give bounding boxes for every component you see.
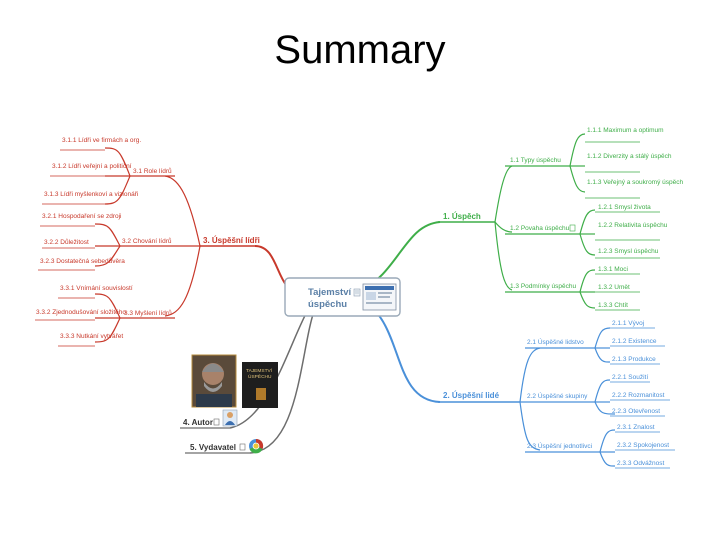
book-cover: TAJEMSTVÍ ÚSPĚCHU [242,362,278,408]
node-meaning[interactable]: 1.2.3 Smysl úspěchu [598,248,659,255]
node-trust[interactable]: 3.2.2 Důležitost [44,238,89,246]
book-title-line1: TAJEMSTVÍ [246,367,273,374]
note-icon[interactable] [569,224,576,232]
node-existence[interactable]: 2.1.2 Existence [612,338,657,345]
node-economy[interactable]: 3.2.1 Hospodaření se zdroji [42,213,122,220]
center-node[interactable]: Tajemství úspěchu [284,277,401,317]
node-cohesion[interactable]: 2.2.1 Soužití [612,374,648,381]
connectors [35,133,675,469]
node-role[interactable]: 3.1 Role lídrů [133,167,172,175]
node-knowledge[interactable]: 2.3.1 Znalost [617,424,655,431]
browser-icon[interactable] [249,438,264,454]
node-power[interactable]: 1.3.1 Moci [598,266,628,273]
node-skill[interactable]: 1.3.2 Umět [598,284,630,291]
connector-types [494,165,513,223]
node-conditions[interactable]: 1.3 Podmínky úspěchu [510,283,577,290]
person-icon[interactable] [222,409,238,427]
node-author[interactable]: 4. Autor [183,418,213,427]
note-icon[interactable] [239,443,246,451]
node-groups[interactable]: 2.2 Úspěšné skupiny [527,391,588,400]
node-openness[interactable]: 2.2.3 Otevřenost [612,408,660,415]
slide-title: Summary [274,28,446,72]
node-people[interactable]: 2. Úspěšní lidé [443,391,500,400]
connector-publisher [249,307,316,454]
node-satisfaction[interactable]: 2.3.2 Spokojenost [617,442,669,449]
connector-conditions [494,221,513,291]
author-portrait [191,354,237,408]
branch-people: 2. Úspěšní lidé 2.1 Úspěšné lidstvo 2.1.… [443,320,669,467]
note-icon[interactable] [213,418,220,426]
node-individuals[interactable]: 2.3 Úspěšní jednotlivci [527,441,592,450]
branch-author: 4. Autor 5. Vydavatel [183,409,264,454]
node-production[interactable]: 2.1.3 Produkce [612,356,656,363]
node-behavior[interactable]: 3.2 Chování lídrů [122,237,172,245]
center-label-line2: úspěchu [308,299,347,310]
node-sufficiency[interactable]: 3.2.3 Dostatečná sebedůvěra [40,257,125,265]
node-diversity2[interactable]: 2.2.2 Rozmanitost [612,392,665,399]
node-growth[interactable]: 2.1.1 Vývoj [612,320,644,327]
node-thinking[interactable]: 3.3 Myšlení lídrů [124,309,172,317]
node-leaders[interactable]: 3. Úspěšní lídři [203,236,260,245]
node-success[interactable]: 1. Úspěch [443,212,481,221]
node-relativity[interactable]: 1.2.2 Relativita úspěchu [598,222,668,229]
connector-individuals [519,401,541,451]
node-publisher[interactable]: 5. Vydavatel [190,443,236,452]
node-maximum[interactable]: 1.1.1 Maximum a optimum [587,127,664,134]
book-title-line2: ÚSPĚCHU [248,372,272,380]
node-society[interactable]: 2.1 Úspěšné lidstvo [527,337,584,346]
node-public[interactable]: 1.1.3 Veřejný a soukromý úspěch [587,179,683,186]
node-want[interactable]: 1.3.3 Chtít [598,302,628,309]
branch-leaders: 3. Úspěšní lídři 3.1 Role lídrů 3.1.1 Lí… [36,137,260,340]
branch-success: 1. Úspěch 1.1 Typy úspěchu 1.1.1 Maximum… [443,127,683,309]
node-diversity[interactable]: 1.1.2 Diverzity a stálý úspěch [587,153,672,160]
connector-society [519,347,541,403]
node-necessity[interactable]: 3.3.3 Nutkání vytvářet [60,333,123,340]
node-visionary[interactable]: 3.1.3 Lídři myšlenkoví a vizionáři [44,191,138,198]
node-essence[interactable]: 1.2.1 Smysl života [598,204,651,211]
node-responsibility[interactable]: 2.3.3 Odvážnost [617,460,665,467]
center-label-line1: Tajemství [308,287,351,298]
node-publicsphere[interactable]: 3.1.2 Lídři veřejní a političní [52,163,132,170]
connector-role [164,175,201,247]
node-nature[interactable]: 1.2 Povaha úspěchu [510,225,570,232]
thumbnail-icon[interactable] [362,283,397,311]
node-perception[interactable]: 3.3.1 Vnímání souvislostí [60,285,133,292]
connector-nature [494,221,513,233]
node-firm[interactable]: 3.1.1 Lídři ve firmách a org. [62,137,141,144]
node-types[interactable]: 1.1 Typy úspěchu [510,157,561,164]
node-simplification[interactable]: 3.3.2 Zjednodušování složitého [36,309,126,316]
note-icon[interactable] [353,288,361,297]
connector-thinking [164,245,201,317]
